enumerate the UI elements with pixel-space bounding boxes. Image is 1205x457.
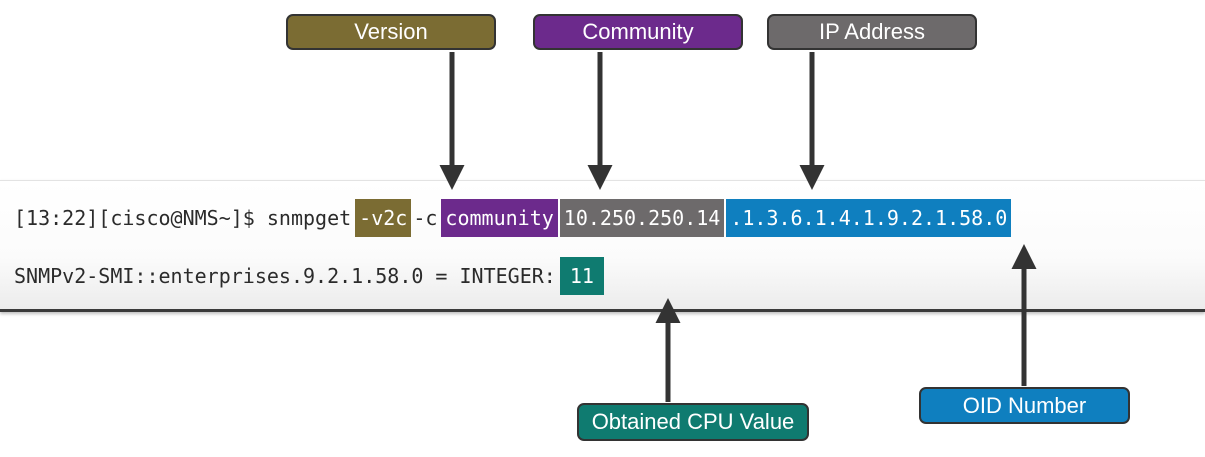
output-text: SNMPv2-SMI::enterprises.9.2.1.58.0 = INT… bbox=[14, 264, 556, 288]
version-label: Version bbox=[286, 14, 496, 50]
cpu-value: 11 bbox=[559, 257, 604, 295]
oid-value: .1.3.6.1.4.1.9.2.1.58.0 bbox=[726, 199, 1012, 237]
ip-address-label: IP Address bbox=[767, 14, 977, 50]
command-prompt: [13:22][cisco@NMS~]$ snmpget bbox=[14, 206, 352, 230]
oid-number-label: OID Number bbox=[919, 387, 1130, 424]
community-label: Community bbox=[533, 14, 743, 50]
community-string: community bbox=[441, 199, 558, 237]
cpu-value-label: Obtained CPU Value bbox=[577, 403, 809, 441]
community-flag: -c bbox=[413, 206, 438, 230]
output-line: SNMPv2-SMI::enterprises.9.2.1.58.0 = INT… bbox=[14, 257, 604, 295]
terminal-output: [13:22][cisco@NMS~]$ snmpget -v2c -c com… bbox=[0, 180, 1205, 312]
ip-address-value: 10.250.250.14 bbox=[559, 199, 725, 237]
version-flag: -v2c bbox=[355, 199, 412, 237]
command-line: [13:22][cisco@NMS~]$ snmpget -v2c -c com… bbox=[14, 198, 1012, 238]
